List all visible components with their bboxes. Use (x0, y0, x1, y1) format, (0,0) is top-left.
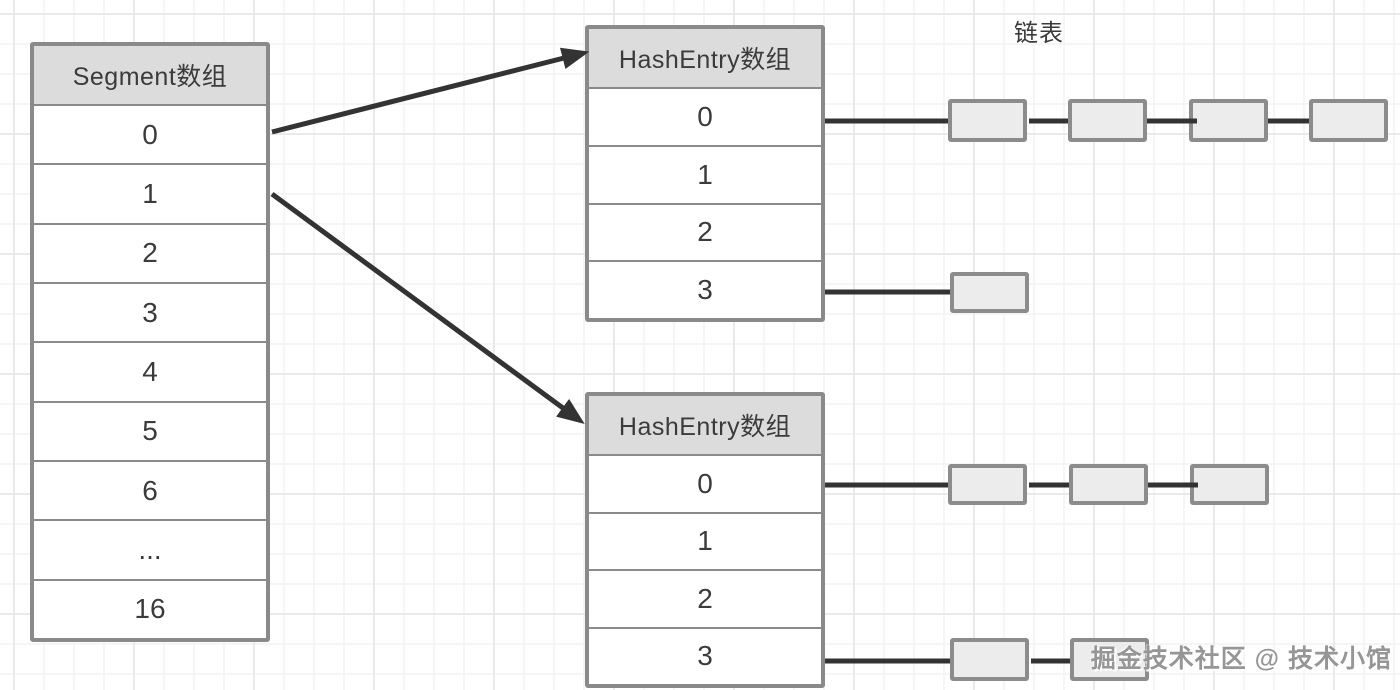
hash-entry-row: 0 (589, 89, 821, 145)
segment-row: 3 (34, 281, 266, 342)
segment-row: 0 (34, 106, 266, 164)
segment-row: 2 (34, 222, 266, 282)
hash-entry-row: 2 (589, 202, 821, 261)
hash-entry-node (1070, 638, 1149, 681)
hash-entry-node (948, 99, 1027, 142)
segment-row: 6 (34, 459, 266, 520)
segment-row: 5 (34, 400, 266, 460)
hash-entry-node (950, 272, 1029, 313)
hash-entry-node (1309, 99, 1388, 142)
hash-entry-node (1068, 99, 1147, 142)
segment-row: ... (34, 519, 266, 579)
watermark-text: 掘金技术社区 @ 技术小馆 (1090, 645, 1392, 673)
segment-row: 16 (34, 578, 266, 638)
hash-entry-node (948, 464, 1027, 505)
hash-entry-node (950, 638, 1029, 681)
linked-list-label: 链表 (1014, 20, 1064, 47)
hash-entry-node (1069, 464, 1148, 505)
arrow-segment1-to-bottom-table (270, 191, 585, 425)
hash-entry-table-bottom-title: HashEntry数组 (589, 396, 821, 456)
hash-entry-table-top-title: HashEntry数组 (589, 29, 821, 89)
segment-array-title: Segment数组 (34, 46, 266, 106)
segment-row: 4 (34, 341, 266, 401)
hash-entry-row: 0 (589, 456, 821, 512)
hash-entry-row: 3 (589, 626, 821, 684)
hash-entry-node (1190, 464, 1269, 505)
arrow-segment0-to-top-table (271, 47, 590, 135)
segment-row: 1 (34, 163, 266, 223)
hash-entry-row: 2 (589, 569, 821, 627)
hash-entry-row: 1 (589, 511, 821, 569)
hash-entry-node (1189, 99, 1268, 142)
hash-entry-row: 3 (589, 260, 821, 318)
hash-entry-row: 1 (589, 144, 821, 203)
